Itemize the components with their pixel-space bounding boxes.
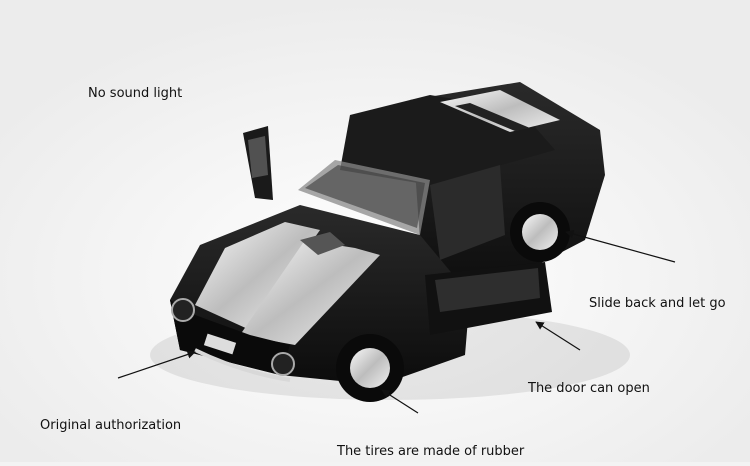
rear-stripe <box>440 90 560 132</box>
no-sound-light-label: No sound light <box>88 86 183 101</box>
stripe-gap <box>455 103 530 131</box>
door-open-label: The door can open <box>528 381 650 396</box>
arrow-door <box>535 321 581 351</box>
original-authorization-label: Original authorization <box>40 418 182 433</box>
slide-back-label: Slide back and let go <box>589 296 726 311</box>
arrow-authorization <box>117 350 196 379</box>
left-headlight <box>171 298 195 322</box>
tires-rubber-label: The tires are made of rubber <box>337 444 525 459</box>
front-grille <box>170 300 290 375</box>
windshield-interior <box>305 165 425 228</box>
front-bumper <box>194 348 291 382</box>
arrow-tires <box>381 389 419 414</box>
hood-stripe-left <box>195 222 320 330</box>
side-window <box>430 165 505 260</box>
right-door-panel <box>435 268 540 312</box>
hood-scoop <box>300 232 345 255</box>
hood-stripe-right <box>240 240 380 345</box>
right-headlight <box>271 352 295 376</box>
rear-right-rim <box>522 214 558 250</box>
arrow-slide-back <box>565 229 676 263</box>
left-door-window <box>248 136 268 178</box>
license-plate <box>203 333 237 355</box>
front-right-rim <box>350 348 390 388</box>
